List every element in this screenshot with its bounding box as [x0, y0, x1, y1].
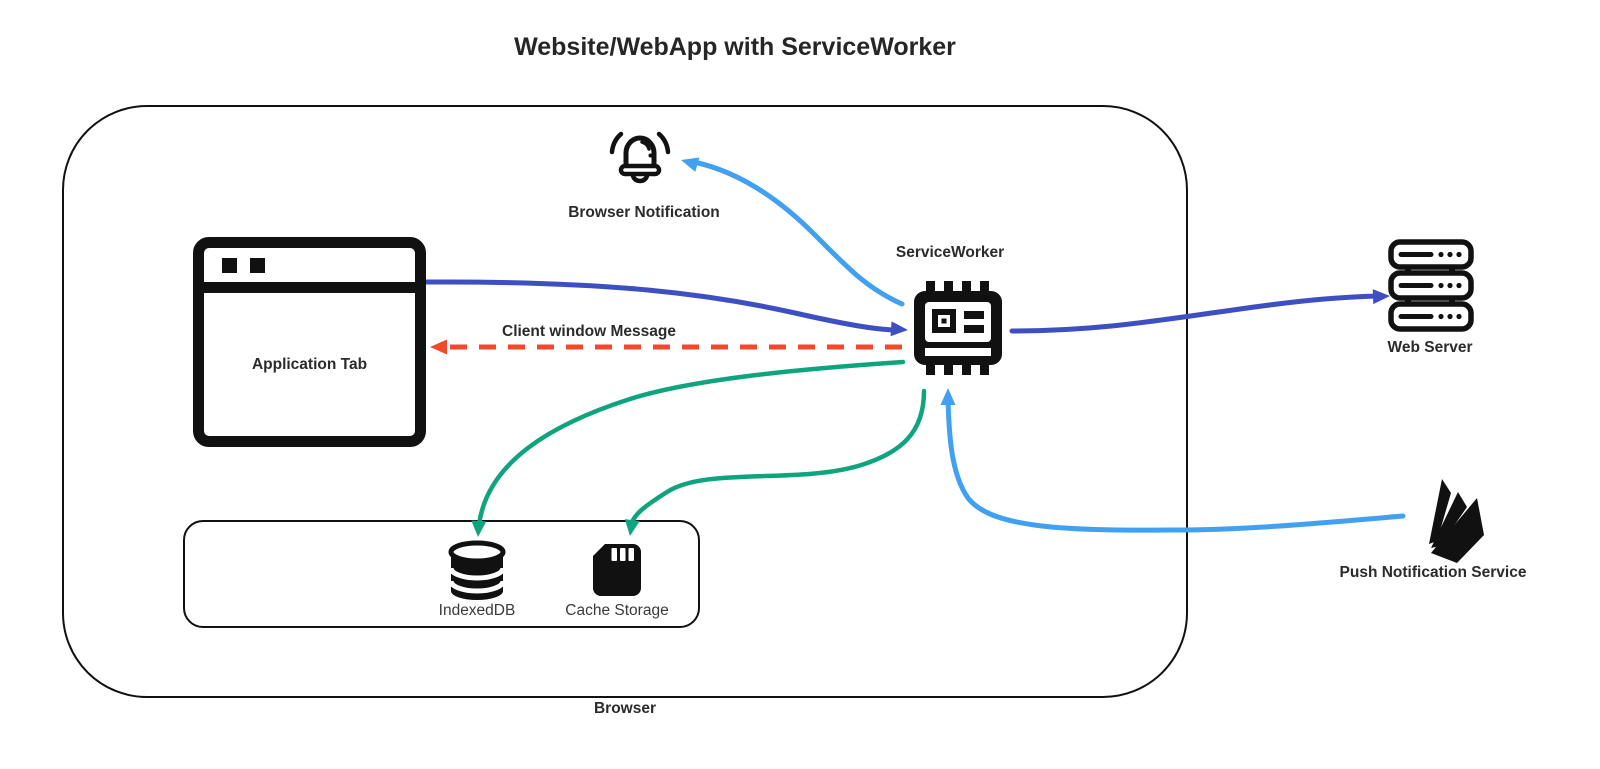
server-stack-icon	[1388, 239, 1474, 332]
edge-serviceworker-to-cachestorage	[628, 388, 927, 528]
edge-serviceworker-to-notification	[691, 159, 905, 307]
arrowhead-serviceworker-to-indexeddb	[471, 520, 487, 537]
sd-card-icon	[593, 544, 641, 596]
browser-notification-label: Browser Notification	[568, 204, 720, 221]
titlebar-square-icon	[222, 257, 237, 273]
arrowhead-serviceworker-to-apptab-message	[430, 339, 447, 355]
edge-serviceworker-to-indexeddb	[476, 359, 906, 528]
application-tab-body: Application Tab	[204, 293, 415, 436]
push-notification-service-label: Push Notification Service	[1339, 564, 1527, 581]
edge-pushservice-to-serviceworker	[945, 397, 1406, 533]
arrowhead-serviceworker-to-webserver	[1372, 289, 1390, 305]
application-tab-label: Application Tab	[251, 355, 368, 373]
indexeddb-label: IndexedDB	[438, 602, 516, 619]
edge-serviceworker-to-webserver	[1009, 293, 1381, 334]
browser-boundary-box	[62, 105, 1188, 698]
bell-icon	[609, 131, 671, 184]
arrowhead-serviceworker-to-cachestorage	[624, 519, 640, 536]
push-service-flame-icon	[1429, 479, 1484, 563]
serviceworker-label: ServiceWorker	[895, 244, 1005, 261]
web-server-label: Web Server	[1387, 339, 1473, 356]
edge-apptab-to-serviceworker	[424, 279, 901, 333]
arrowhead-apptab-to-serviceworker	[890, 321, 908, 337]
diagram-title: Website/WebApp with ServiceWorker	[514, 33, 956, 61]
browser-label: Browser	[593, 700, 657, 717]
client-window-message-label: Client window Message	[502, 323, 676, 340]
application-tab-window-icon: Application Tab	[193, 237, 426, 447]
arrowhead-pushservice-to-serviceworker	[940, 388, 956, 405]
cache-storage-label: Cache Storage	[565, 602, 669, 619]
application-tab-titlebar	[204, 248, 415, 293]
arrowhead-serviceworker-to-notification	[681, 157, 700, 172]
chip-icon	[914, 281, 1002, 375]
database-icon	[448, 540, 506, 600]
titlebar-square-icon	[250, 257, 265, 273]
